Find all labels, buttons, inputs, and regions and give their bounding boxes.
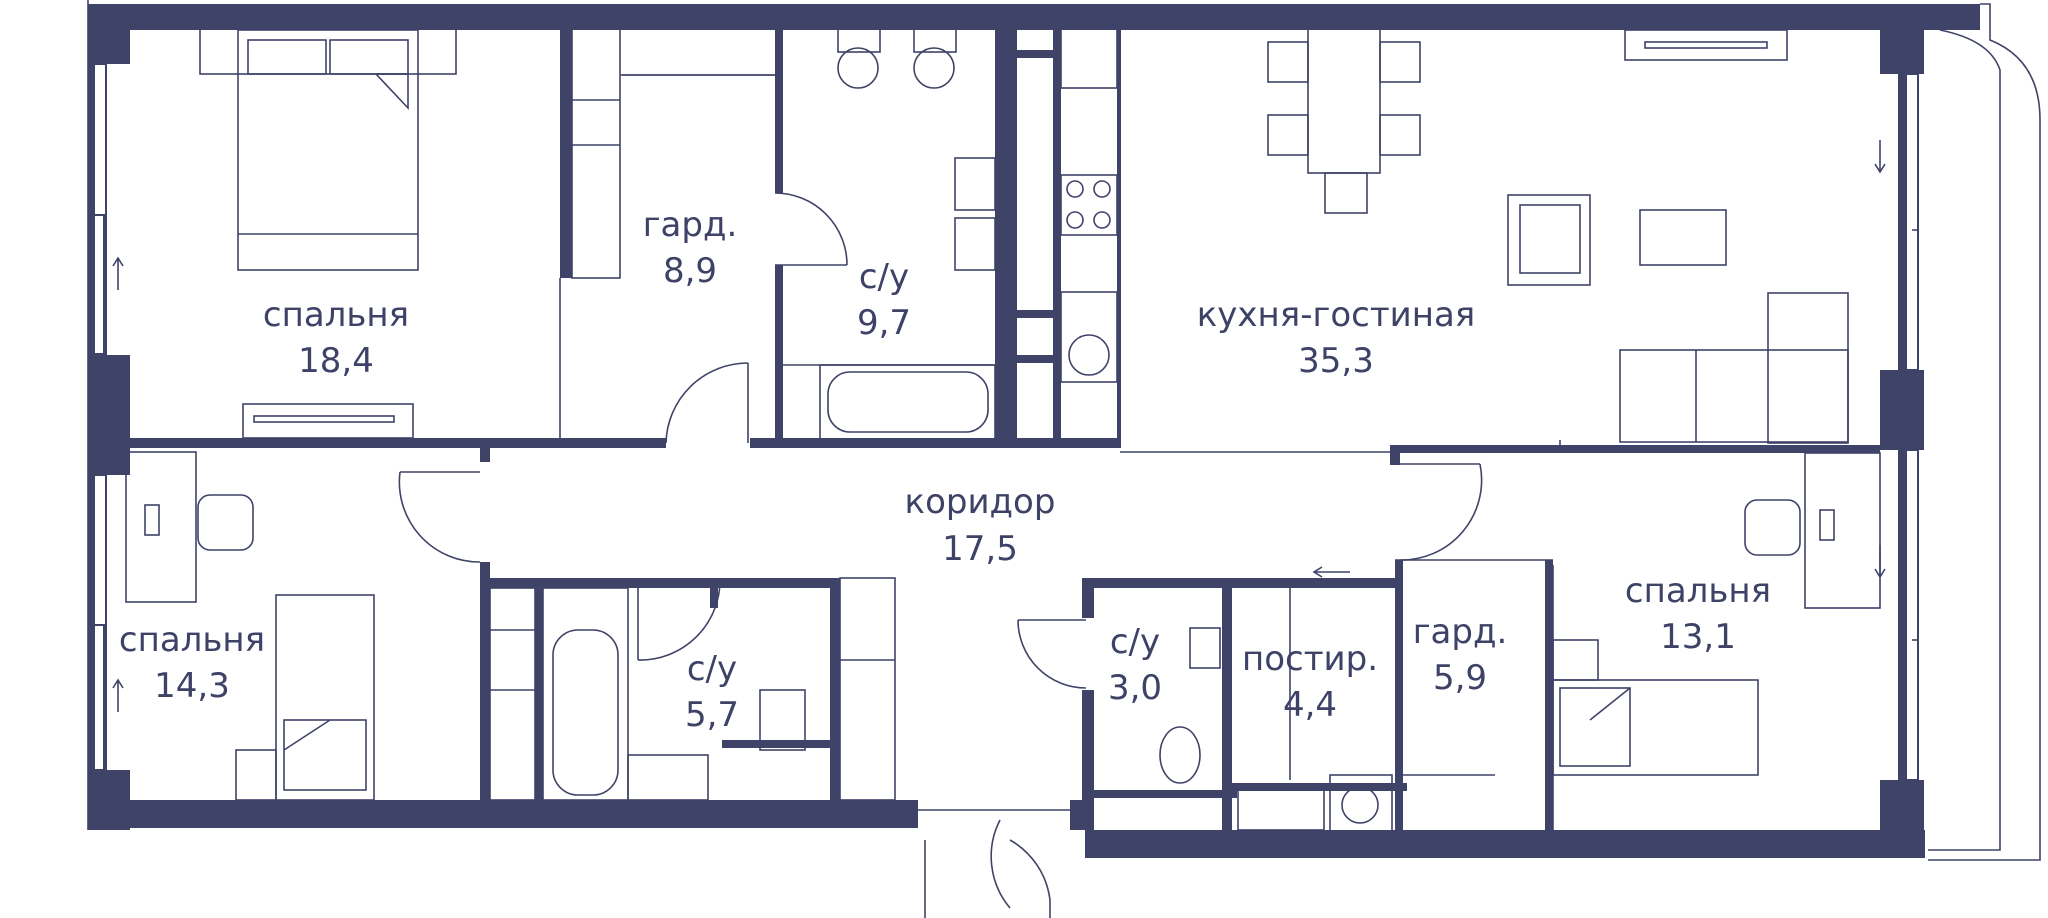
outer-walls	[88, 4, 1980, 858]
room-label-wardrobe-1: гард. 8,9	[643, 205, 738, 291]
room-name: с/у	[859, 257, 909, 297]
room-label-bathroom-2: с/у 5,7	[685, 649, 739, 735]
room-area: 35,3	[1298, 341, 1374, 381]
room-name: постир.	[1242, 639, 1378, 679]
room-label-bathroom-1: с/у 9,7	[857, 257, 911, 343]
room-label-bedroom-1: спальня 18,4	[263, 295, 409, 381]
room-name: коридор	[905, 482, 1056, 522]
room-labels: спальня 18,4 гард. 8,9 с/у 9,7 кухня-гос…	[119, 205, 1771, 735]
room-name: с/у	[687, 649, 737, 689]
room-area: 8,9	[663, 251, 717, 291]
room-name: спальня	[263, 295, 409, 335]
room-name: с/у	[1110, 622, 1160, 662]
room-area: 13,1	[1660, 617, 1736, 657]
window-arrows	[112, 140, 1886, 712]
room-label-wardrobe-2: гард. 5,9	[1413, 612, 1508, 698]
room-label-bathroom-3: с/у 3,0	[1108, 622, 1162, 708]
room-name: спальня	[1625, 571, 1771, 611]
interior-walls	[126, 28, 1880, 830]
room-label-corridor: коридор 17,5	[905, 482, 1056, 569]
doors	[398, 192, 1483, 918]
balcony	[87, 0, 2041, 861]
room-area: 18,4	[298, 341, 374, 381]
room-label-laundry: постир. 4,4	[1242, 639, 1378, 725]
room-name: гард.	[1413, 612, 1508, 652]
room-label-kitchen-living: кухня-гостиная 35,3	[1197, 295, 1476, 381]
room-area: 5,7	[685, 695, 739, 735]
room-area: 9,7	[857, 303, 911, 343]
room-area: 3,0	[1108, 668, 1162, 708]
room-name: спальня	[119, 620, 265, 660]
room-label-bedroom-3: спальня 13,1	[1625, 571, 1771, 657]
room-area: 17,5	[942, 529, 1018, 569]
room-name: гард.	[643, 205, 738, 245]
room-area: 4,4	[1283, 685, 1337, 725]
room-area: 5,9	[1433, 658, 1487, 698]
furniture	[125, 27, 1881, 836]
room-label-bedroom-2: спальня 14,3	[119, 620, 265, 706]
room-name: кухня-гостиная	[1197, 295, 1476, 335]
room-area: 14,3	[154, 666, 230, 706]
